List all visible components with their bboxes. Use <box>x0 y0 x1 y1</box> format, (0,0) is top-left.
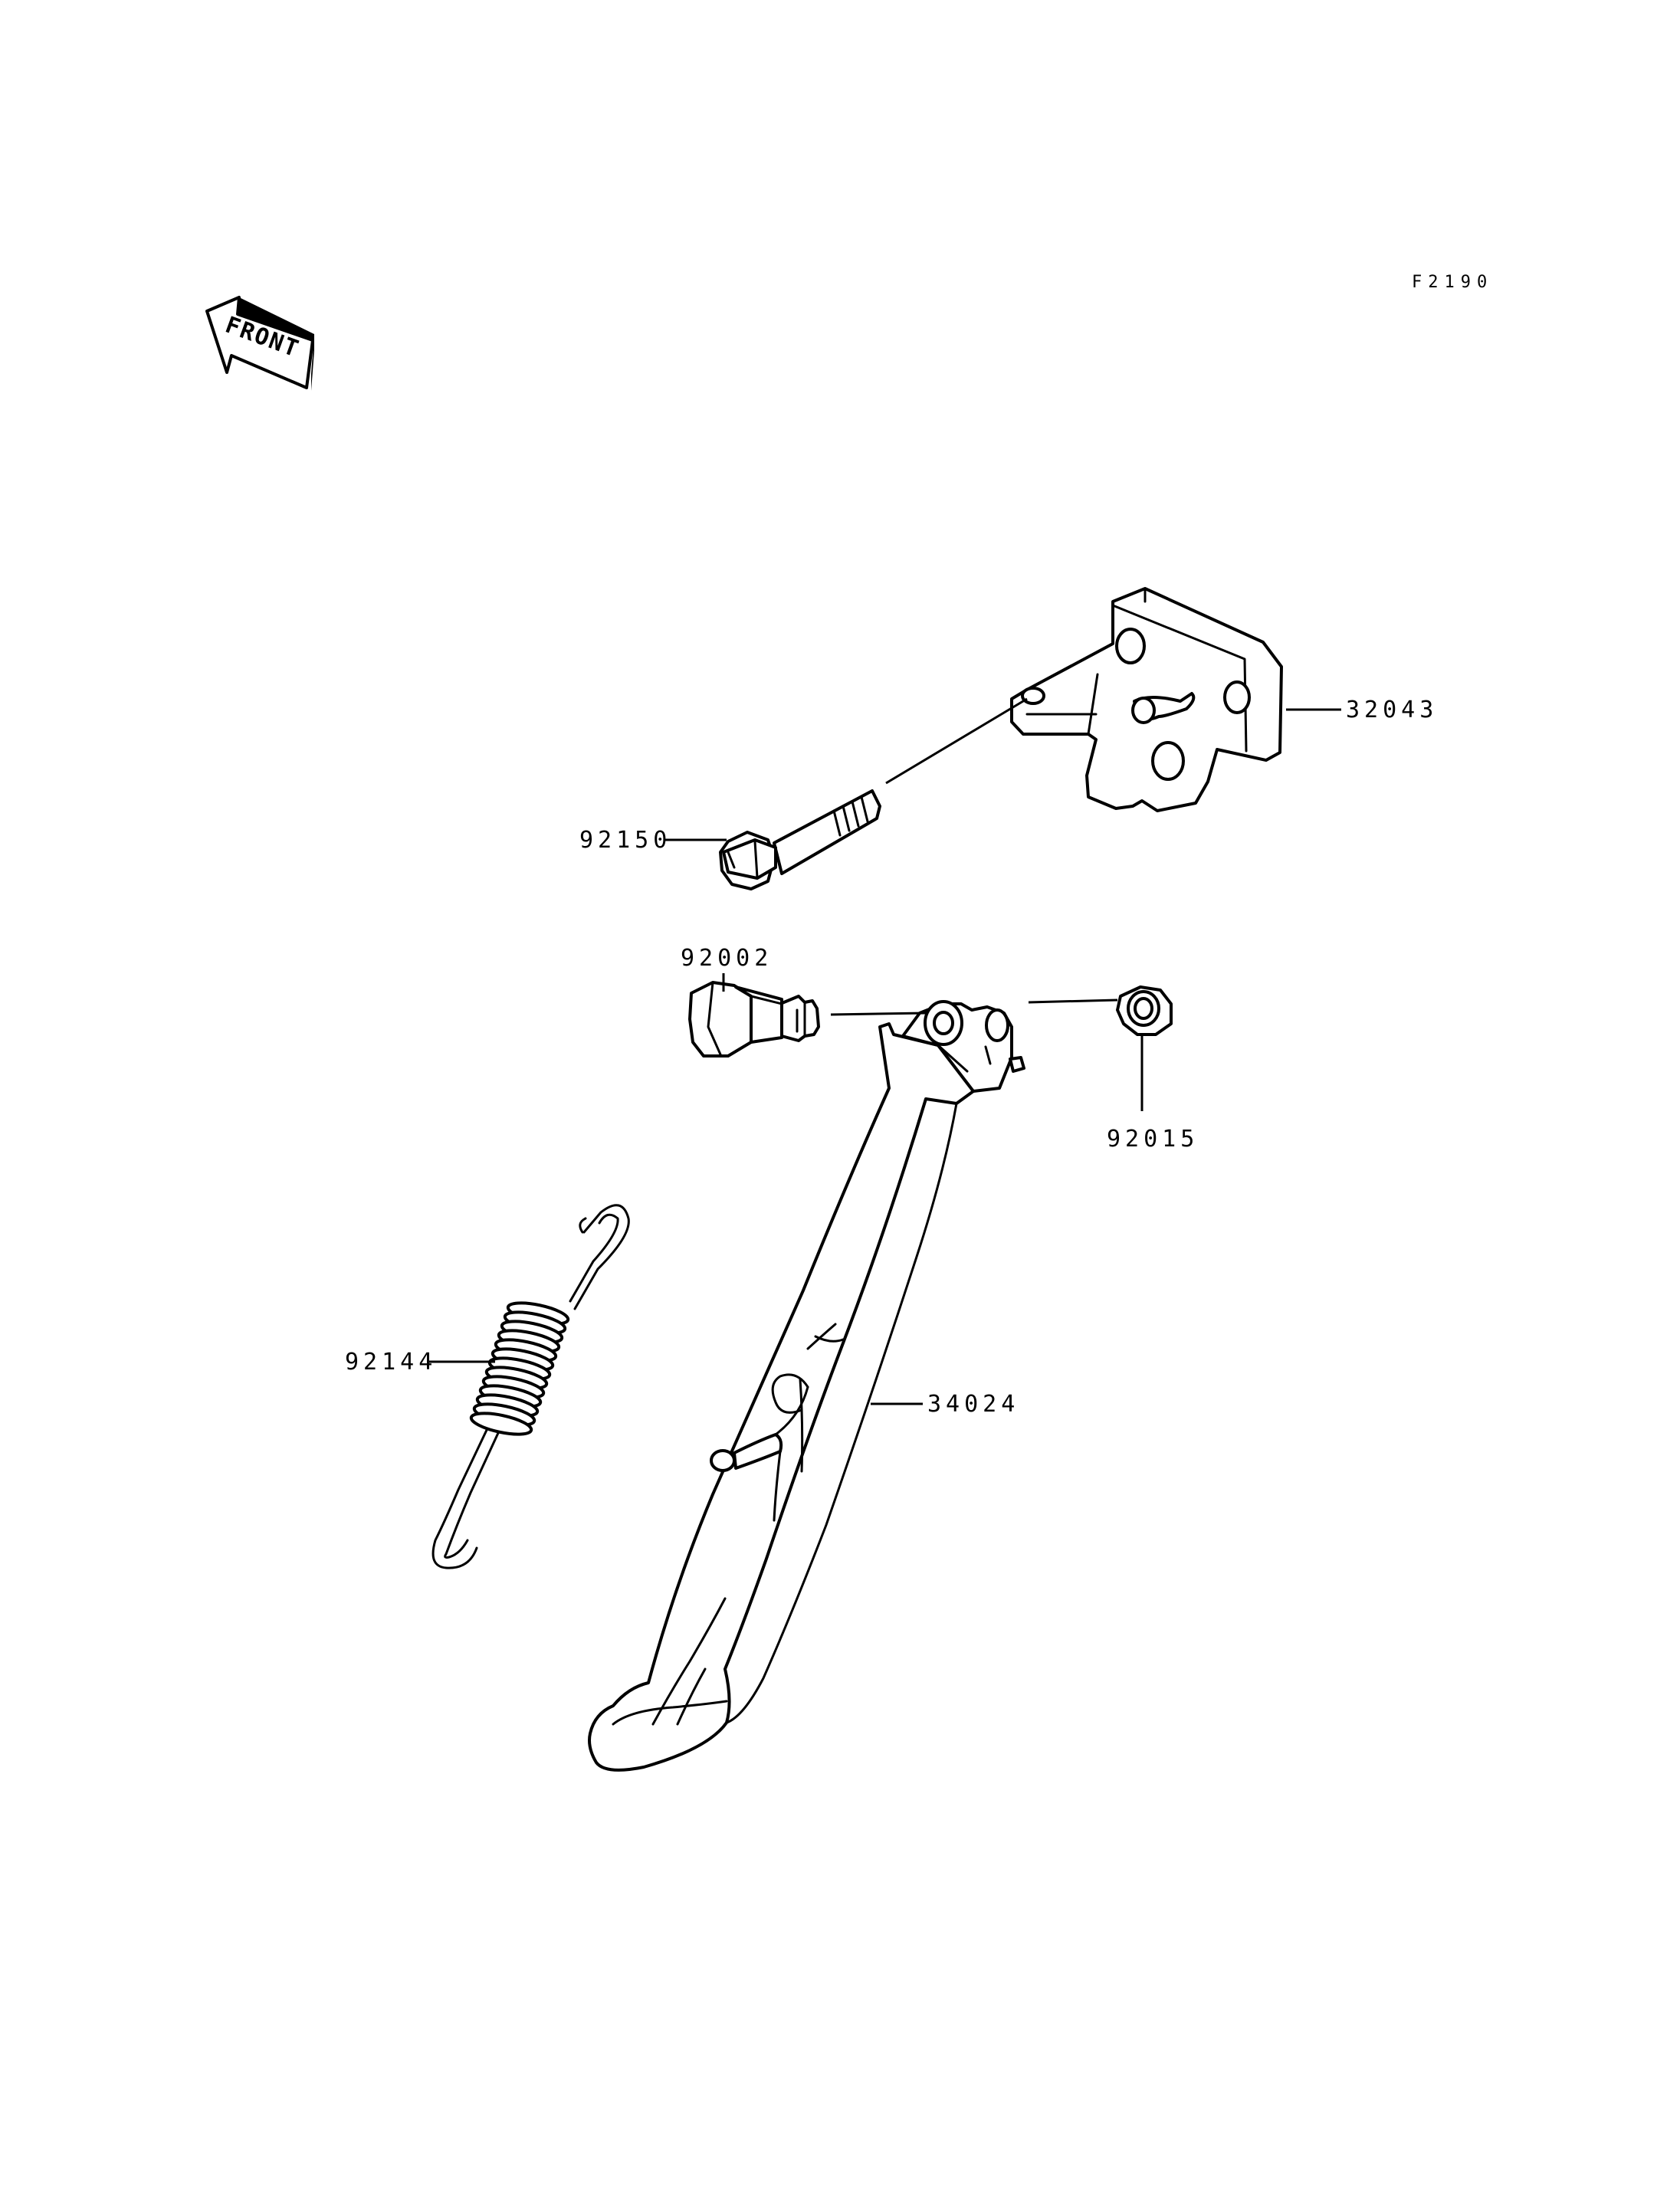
figure-code: F2190 <box>1412 273 1493 292</box>
part-number-34024: 34024 <box>927 1391 1019 1418</box>
part-number-92144: 92144 <box>345 1349 437 1376</box>
spring-92144 <box>431 1204 630 1569</box>
leader-lines <box>429 697 1341 1405</box>
bolt-92002 <box>688 981 820 1058</box>
spring-coil <box>469 1301 570 1436</box>
part-number-92002: 92002 <box>681 945 773 972</box>
bracket-32043 <box>1010 587 1283 812</box>
part-number-92150: 92150 <box>579 827 671 854</box>
part-number-32043: 32043 <box>1346 697 1438 723</box>
side-stand-34024 <box>588 1000 1025 1772</box>
front-arrow-icon: FRONT <box>205 296 314 391</box>
bolt-92150 <box>719 789 881 890</box>
nut-92015 <box>1116 985 1173 1036</box>
part-number-92015: 92015 <box>1107 1126 1199 1153</box>
